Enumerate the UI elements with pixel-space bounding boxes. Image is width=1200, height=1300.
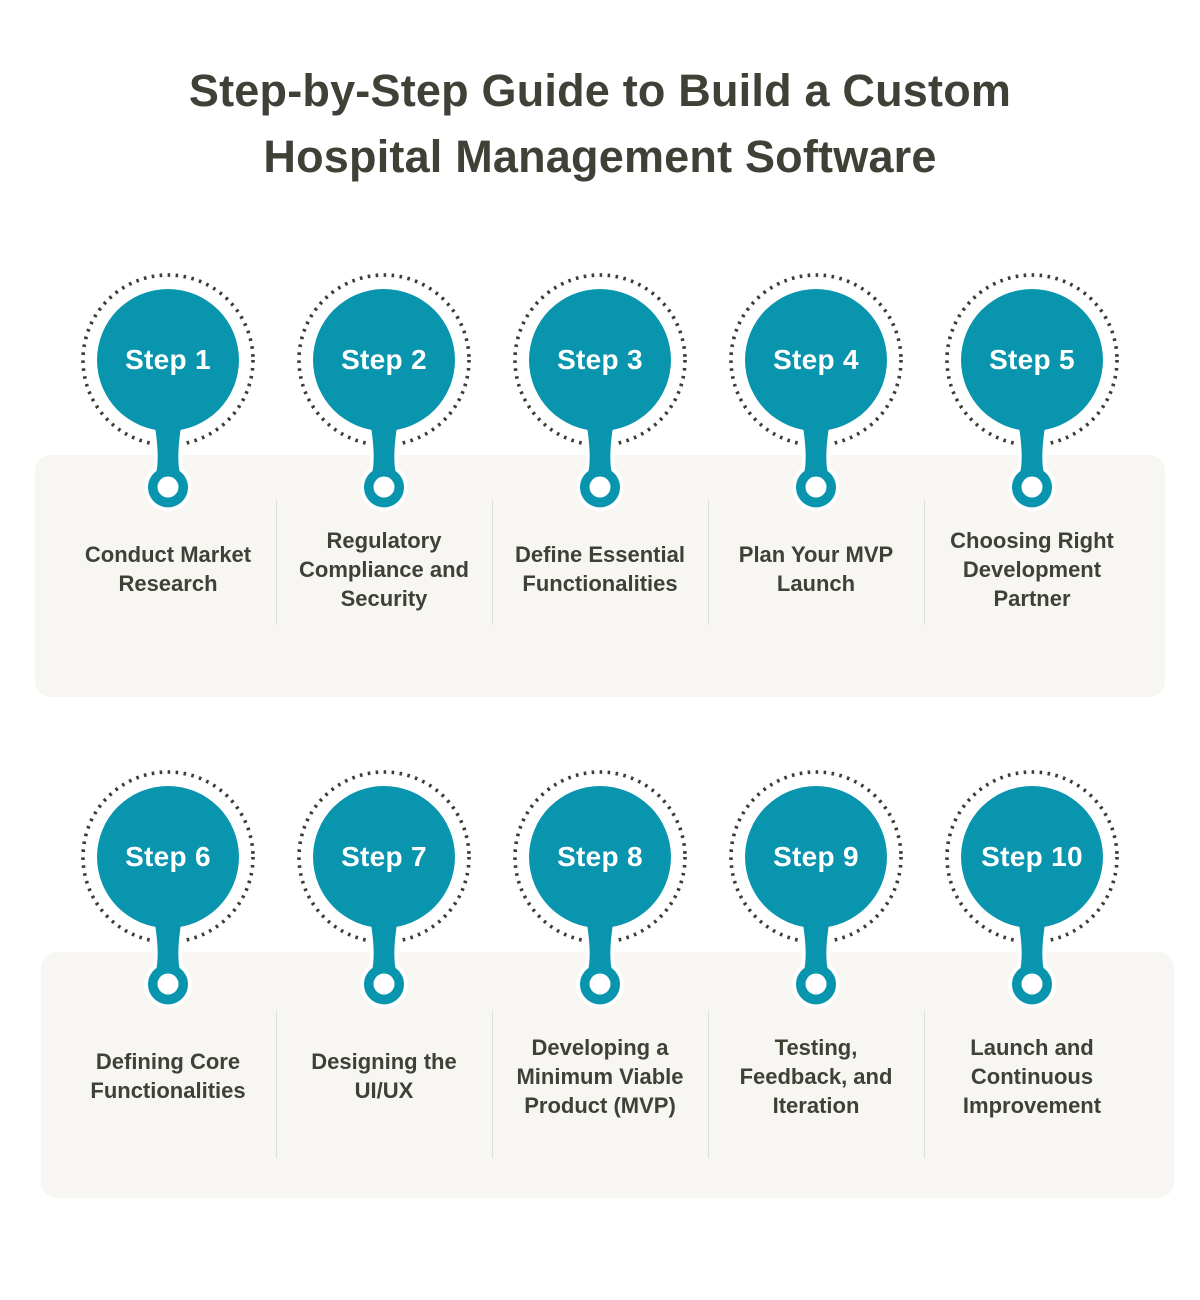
step-label: Designing the UI/UX bbox=[311, 1049, 457, 1103]
step-label: Developing a Minimum Viable Product (MVP… bbox=[516, 1034, 684, 1118]
step-marker-2: Step 2 bbox=[276, 265, 492, 513]
step-label: Choosing Right Development Partner bbox=[950, 527, 1114, 611]
step-label-wrap: Defining Core Functionalities bbox=[72, 1010, 264, 1142]
pin-marker-icon bbox=[513, 273, 687, 512]
step-circle-icon bbox=[961, 786, 1103, 928]
dotted-ring-icon bbox=[945, 273, 1119, 447]
pin-hole-icon bbox=[157, 476, 179, 498]
step-marker-5: Step 5 bbox=[924, 265, 1140, 513]
step-marker-10: Step 10 bbox=[924, 762, 1140, 1010]
pin-marker-icon bbox=[81, 770, 255, 1009]
step-cell-7: Step 7 Designing the UI/UX bbox=[276, 762, 492, 1158]
dotted-ring-icon bbox=[513, 770, 687, 944]
dotted-ring-icon bbox=[513, 273, 687, 447]
pin-hole-icon bbox=[805, 973, 827, 995]
step-badge: Step 5 bbox=[989, 344, 1075, 375]
pin-hole-icon bbox=[589, 476, 611, 498]
step-circle-icon bbox=[745, 289, 887, 431]
step-cell-4: Step 4 Plan Your MVP Launch bbox=[708, 265, 924, 625]
step-badge: Step 7 bbox=[341, 841, 427, 872]
pin-hole-icon bbox=[589, 973, 611, 995]
step-label-wrap: Developing a Minimum Viable Product (MVP… bbox=[504, 1010, 696, 1142]
step-circle-icon bbox=[745, 786, 887, 928]
pin-marker-icon bbox=[297, 273, 471, 512]
step-label: Define Essential Functionalities bbox=[515, 542, 685, 596]
step-label: Plan Your MVP Launch bbox=[738, 542, 894, 596]
step-label-wrap: Regulatory Compliance and Security bbox=[288, 513, 480, 625]
step-label-wrap: Testing, Feedback, and Iteration bbox=[720, 1010, 912, 1142]
pin-marker-icon bbox=[81, 273, 255, 512]
step-circle-icon bbox=[529, 289, 671, 431]
step-circle-icon bbox=[961, 289, 1103, 431]
step-label-wrap: Choosing Right Development Partner bbox=[936, 513, 1128, 625]
pin-hole-icon bbox=[1021, 476, 1043, 498]
step-badge: Step 2 bbox=[341, 344, 427, 375]
dotted-ring-icon bbox=[297, 770, 471, 944]
steps-row-2: Step 6 Defining Core Functionalities Ste… bbox=[60, 762, 1140, 1158]
pin-hole-icon bbox=[373, 476, 395, 498]
step-cell-10: Step 10 Launch and Continuous Improvemen… bbox=[924, 762, 1140, 1158]
step-circle-icon bbox=[97, 289, 239, 431]
step-circle-icon bbox=[97, 786, 239, 928]
step-cell-6: Step 6 Defining Core Functionalities bbox=[60, 762, 276, 1142]
step-badge: Step 4 bbox=[773, 344, 859, 375]
pin-hole-icon bbox=[373, 973, 395, 995]
step-cell-8: Step 8 Developing a Minimum Viable Produ… bbox=[492, 762, 708, 1158]
step-badge: Step 3 bbox=[557, 344, 643, 375]
dotted-ring-icon bbox=[297, 273, 471, 447]
step-circle-icon bbox=[313, 289, 455, 431]
step-badge: Step 9 bbox=[773, 841, 859, 872]
dotted-ring-icon bbox=[729, 770, 903, 944]
step-cell-9: Step 9 Testing, Feedback, and Iteration bbox=[708, 762, 924, 1158]
page-title: Step-by-Step Guide to Build a Custom Hos… bbox=[0, 58, 1200, 190]
step-circle-icon bbox=[529, 786, 671, 928]
step-marker-4: Step 4 bbox=[708, 265, 924, 513]
step-marker-6: Step 6 bbox=[60, 762, 276, 1010]
dotted-ring-icon bbox=[81, 273, 255, 447]
step-cell-3: Step 3 Define Essential Functionalities bbox=[492, 265, 708, 625]
page-title-line-2: Hospital Management Software bbox=[263, 131, 937, 182]
pin-hole-icon bbox=[805, 476, 827, 498]
pin-hole-icon bbox=[1021, 973, 1043, 995]
step-label-wrap: Define Essential Functionalities bbox=[504, 513, 696, 625]
step-label-wrap: Launch and Continuous Improvement bbox=[936, 1010, 1128, 1142]
step-label: Defining Core Functionalities bbox=[90, 1049, 246, 1103]
steps-row-1: Step 1 Conduct Market Research Step 2 Re… bbox=[60, 265, 1140, 625]
step-cell-5: Step 5 Choosing Right Development Partne… bbox=[924, 265, 1140, 625]
step-badge: Step 1 bbox=[125, 344, 211, 375]
pin-hole-icon bbox=[157, 973, 179, 995]
step-circle-icon bbox=[313, 786, 455, 928]
page-title-line-1: Step-by-Step Guide to Build a Custom bbox=[188, 65, 1012, 116]
pin-marker-icon bbox=[729, 273, 903, 512]
step-label: Launch and Continuous Improvement bbox=[962, 1034, 1102, 1118]
step-label: Testing, Feedback, and Iteration bbox=[739, 1034, 893, 1118]
pin-marker-icon bbox=[945, 273, 1119, 512]
step-cell-2: Step 2 Regulatory Compliance and Securit… bbox=[276, 265, 492, 625]
step-badge: Step 10 bbox=[981, 841, 1083, 872]
step-label-wrap: Designing the UI/UX bbox=[288, 1010, 480, 1142]
step-marker-1: Step 1 bbox=[60, 265, 276, 513]
step-marker-9: Step 9 bbox=[708, 762, 924, 1010]
step-marker-7: Step 7 bbox=[276, 762, 492, 1010]
step-label-wrap: Plan Your MVP Launch bbox=[720, 513, 912, 625]
step-marker-8: Step 8 bbox=[492, 762, 708, 1010]
dotted-ring-icon bbox=[729, 273, 903, 447]
step-label: Conduct Market Research bbox=[84, 542, 252, 596]
dotted-ring-icon bbox=[945, 770, 1119, 944]
dotted-ring-icon bbox=[81, 770, 255, 944]
pin-marker-icon bbox=[729, 770, 903, 1009]
step-label: Regulatory Compliance and Security bbox=[299, 527, 469, 611]
pin-marker-icon bbox=[297, 770, 471, 1009]
step-marker-3: Step 3 bbox=[492, 265, 708, 513]
pin-marker-icon bbox=[513, 770, 687, 1009]
step-label-wrap: Conduct Market Research bbox=[72, 513, 264, 625]
step-badge: Step 6 bbox=[125, 841, 211, 872]
pin-marker-icon bbox=[945, 770, 1119, 1009]
step-badge: Step 8 bbox=[557, 841, 643, 872]
step-cell-1: Step 1 Conduct Market Research bbox=[60, 265, 276, 625]
